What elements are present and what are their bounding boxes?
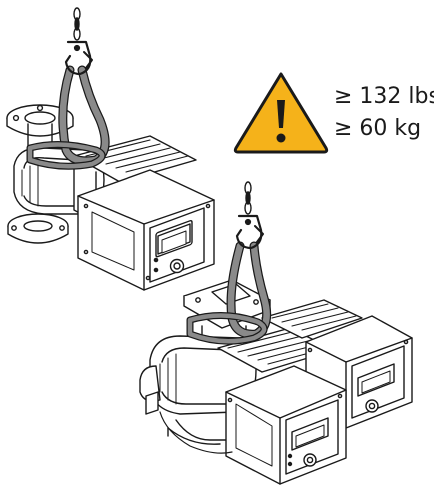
twin-pump-illustration [139, 181, 413, 485]
front-control-module [225, 365, 347, 485]
motor-fins-right [261, 299, 363, 339]
control-module [77, 169, 215, 291]
warning-triangle-icon [233, 72, 329, 154]
chain-hook-icon [64, 7, 93, 76]
weight-lbs-label: ≥ 132 lbs [334, 84, 434, 109]
weight-kg-label: ≥ 60 kg [334, 116, 422, 141]
cable [159, 411, 233, 454]
top-flange [6, 104, 74, 153]
twin-bottom-flange [167, 419, 231, 445]
twin-lifting-sling [186, 241, 272, 345]
lifting-sling [26, 65, 110, 170]
single-pump-illustration [6, 7, 215, 291]
twin-chain-hook-icon [235, 181, 264, 250]
